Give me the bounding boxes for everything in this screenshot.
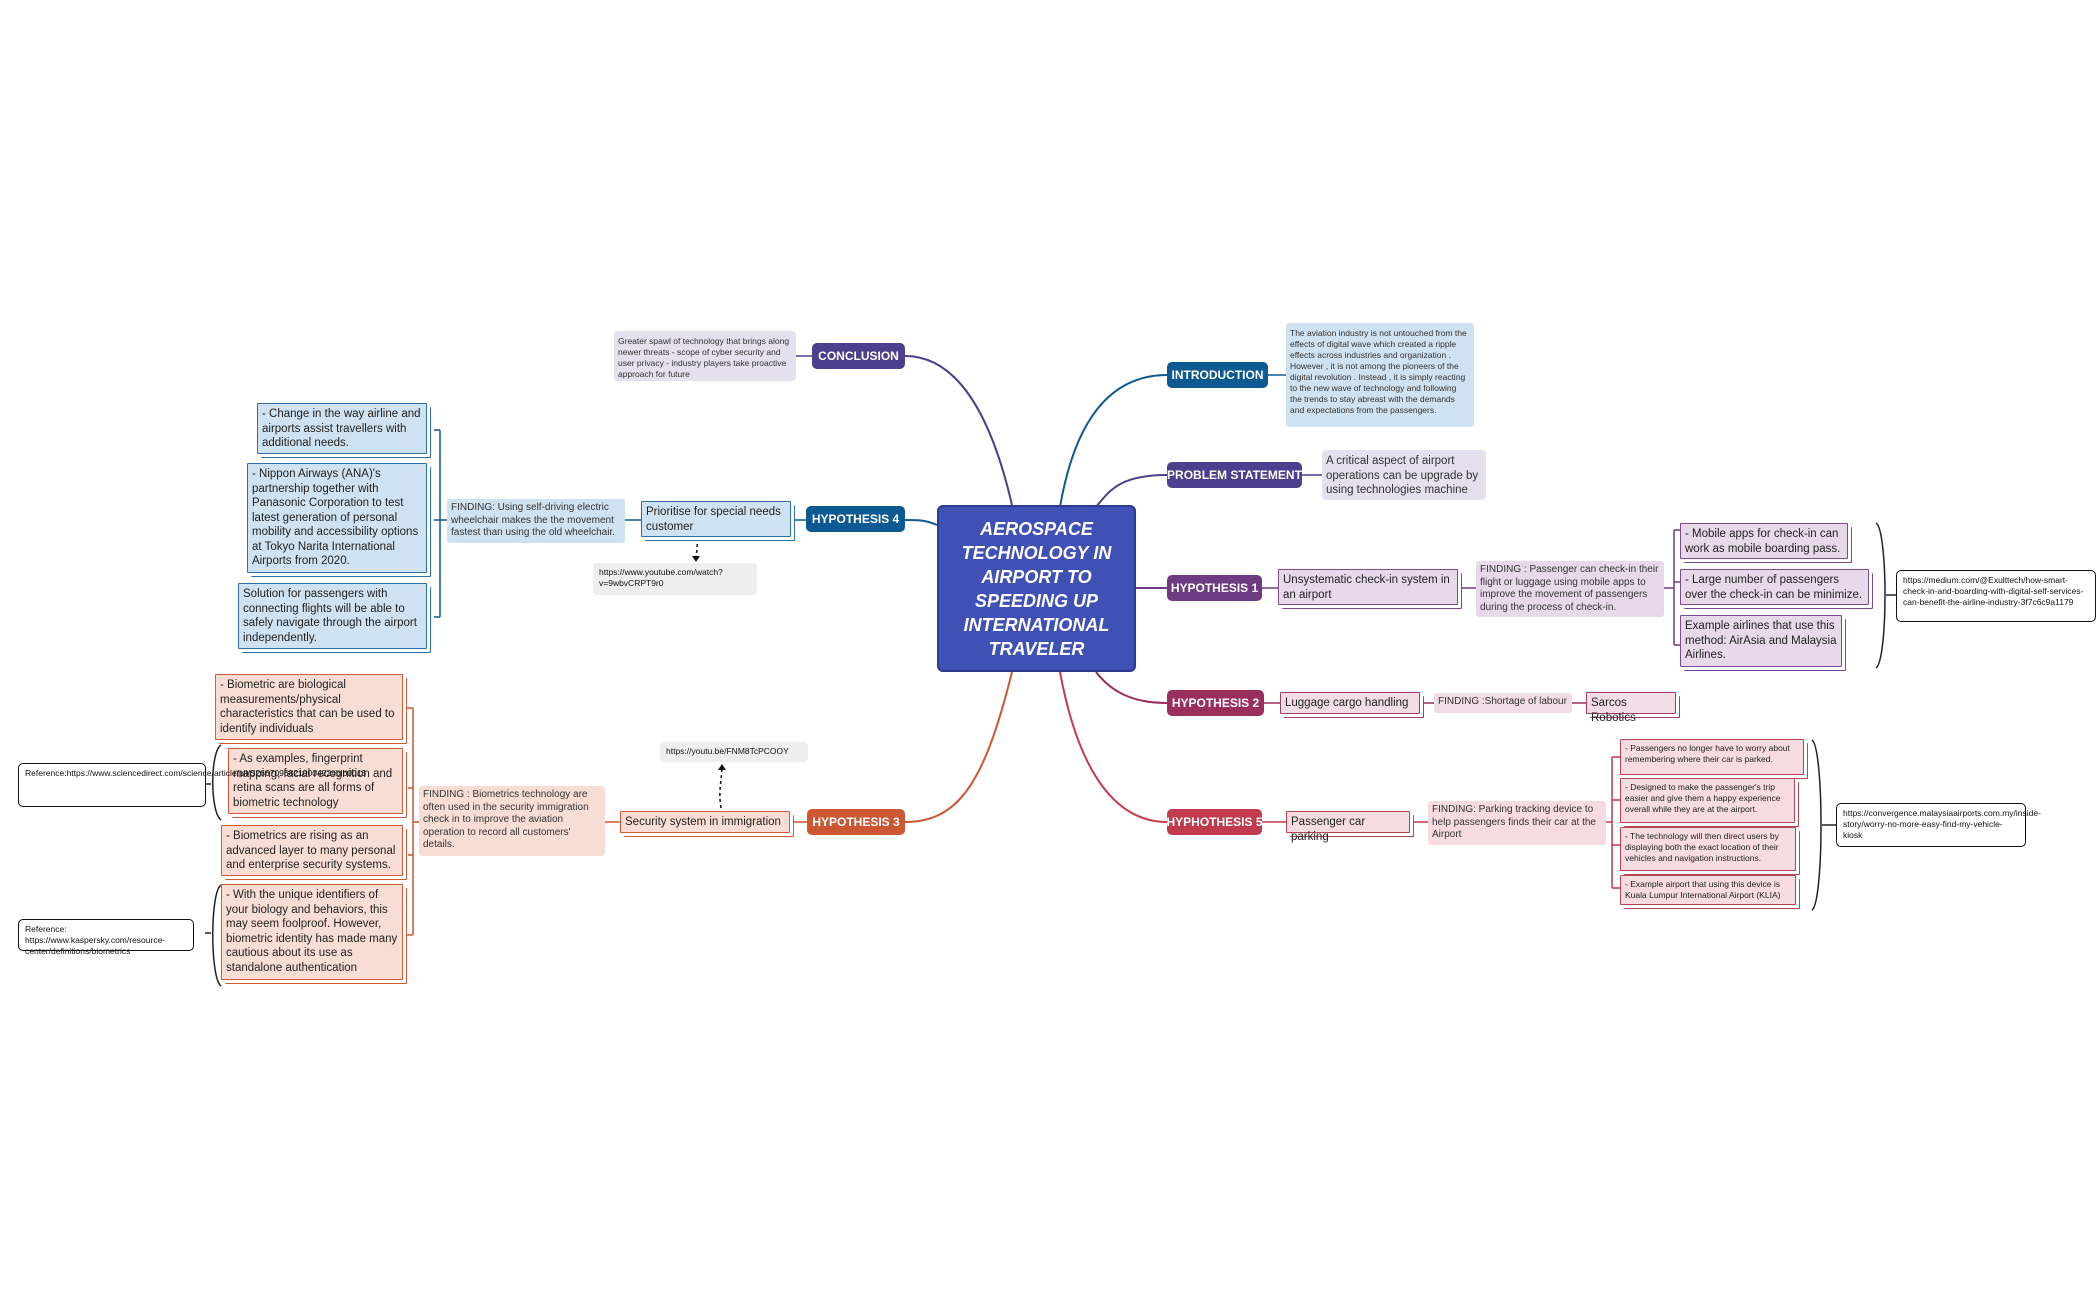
hypothesis2-topic-text: Luggage cargo handling [1285, 697, 1409, 709]
hypothesis1-reference[interactable]: https://medium.com/@Exulttech/how-smart-… [1896, 570, 2096, 622]
hypothesis5-finding[interactable]: FINDING: Parking tracking device to help… [1428, 801, 1606, 845]
hypothesis3-label: HYPOTHESIS 3 [812, 815, 900, 829]
hypothesis2-label: HYPOTHESIS 2 [1171, 696, 1260, 710]
hypothesis3-reference-1-text: Reference:https://www.sciencedirect.com/… [25, 768, 367, 778]
hypothesis3-point-4[interactable]: - With the unique identifiers of your bi… [221, 884, 403, 980]
hypothesis3-reference-1[interactable]: Reference:https://www.sciencedirect.com/… [18, 763, 366, 807]
hypothesis4-topic-text: Prioritise for special needs customer [646, 506, 781, 533]
central-topic[interactable]: AEROSPACE TECHNOLOGY IN AIRPORT TO SPEED… [937, 505, 1136, 672]
hypothesis3-topic[interactable]: Security system in immigration [620, 811, 790, 833]
hypothesis4-point-2[interactable]: - Nippon Airways (ANA)'s partnership tog… [247, 463, 427, 573]
hypothesis1-point-3[interactable]: Example airlines that use this method: A… [1680, 615, 1842, 667]
hypothesis4-point-1[interactable]: - Change in the way airline and airports… [257, 403, 427, 454]
hypothesis1-reference-text: https://medium.com/@Exulttech/how-smart-… [1903, 575, 2084, 607]
hypothesis3-finding[interactable]: FINDING : Biometrics technology are ofte… [419, 786, 605, 856]
hypothesis4-finding[interactable]: FINDING: Using self-driving electric whe… [447, 499, 625, 543]
hypothesis3-node[interactable]: HYPOTHESIS 3 [807, 809, 905, 835]
hypothesis2-topic[interactable]: Luggage cargo handling [1280, 692, 1420, 714]
hypothesis3-video-link[interactable]: https://youtu.be/FNM8TcPCOOY [660, 742, 808, 762]
hypothesis5-reference-text: https://convergence.malaysiaairports.com… [1843, 808, 2041, 840]
hypothesis4-topic[interactable]: Prioritise for special needs customer [641, 501, 791, 537]
hypothesis3-video-link-text: https://youtu.be/FNM8TcPCOOY [666, 746, 789, 756]
conclusion-note-text: Greater spawl of technology that brings … [618, 336, 790, 379]
hypothesis3-point-4-text: - With the unique identifiers of your bi… [226, 889, 398, 974]
problem-statement-label: PROBLEM STATEMENT [1167, 468, 1302, 482]
hypothesis5-point-2[interactable]: - Designed to make the passenger's trip … [1620, 778, 1795, 823]
hypothesis3-reference-2[interactable]: Reference: https://www.kaspersky.com/res… [18, 919, 194, 956]
introduction-note[interactable]: The aviation industry is not untouched f… [1286, 323, 1474, 427]
hypothesis5-point-1-text: - Passengers no longer have to worry abo… [1625, 743, 1790, 764]
hypothesis5-node[interactable]: HYPHOTHESIS 5 [1166, 809, 1263, 835]
hypothesis3-point-3-text: - Biometrics are rising as an advanced l… [226, 830, 396, 871]
hypothesis2-finding-text: FINDING :Shortage of labour [1438, 696, 1567, 707]
introduction-node[interactable]: INTRODUCTION [1167, 362, 1268, 388]
hypothesis5-topic-text: Passenger car parking [1291, 816, 1366, 843]
hypothesis1-label: HYPOTHESIS 1 [1170, 581, 1259, 595]
hypothesis5-finding-text: FINDING: Parking tracking device to help… [1432, 804, 1596, 840]
hypothesis1-point-1[interactable]: - Mobile apps for check-in can work as m… [1680, 523, 1848, 559]
hypothesis3-point-2[interactable]: - As examples, fingerprint mapping, faci… [228, 748, 403, 814]
hypothesis4-node[interactable]: HYPOTHESIS 4 [806, 506, 905, 532]
hypothesis1-point-1-text: - Mobile apps for check-in can work as m… [1685, 528, 1841, 555]
problem-statement-note[interactable]: A critical aspect of airport operations … [1322, 450, 1486, 500]
hypothesis4-video-link[interactable]: https://www.youtube.com/watch?v=9wbvCRPT… [593, 563, 757, 595]
hypothesis1-topic[interactable]: Unsystematic check-in system in an airpo… [1278, 569, 1458, 605]
central-topic-title: AEROSPACE TECHNOLOGY IN AIRPORT TO SPEED… [961, 518, 1112, 659]
conclusion-label: CONCLUSION [818, 349, 899, 363]
hypothesis5-reference[interactable]: https://convergence.malaysiaairports.com… [1836, 803, 2041, 847]
conclusion-note[interactable]: Greater spawl of technology that brings … [614, 331, 796, 381]
hypothesis3-point-1[interactable]: - Biometric are biological measurements/… [215, 674, 403, 740]
hypothesis1-point-2[interactable]: - Large number of passengers over the ch… [1680, 569, 1869, 605]
hypothesis4-finding-text: FINDING: Using self-driving electric whe… [451, 502, 615, 538]
hypothesis4-point-3-text: Solution for passengers with connecting … [243, 588, 417, 644]
hypothesis1-topic-text: Unsystematic check-in system in an airpo… [1283, 574, 1450, 601]
hypothesis1-node[interactable]: HYPOTHESIS 1 [1167, 575, 1262, 601]
conclusion-node[interactable]: CONCLUSION [812, 343, 905, 369]
hypothesis5-point-2-text: - Designed to make the passenger's trip … [1625, 782, 1781, 814]
hypothesis3-finding-text: FINDING : Biometrics technology are ofte… [423, 789, 589, 850]
hypothesis5-topic[interactable]: Passenger car parking [1286, 811, 1410, 843]
hypothesis2-node[interactable]: HYPOTHESIS 2 [1167, 690, 1264, 716]
hypothesis3-topic-text: Security system in immigration [625, 816, 781, 828]
hypothesis5-point-4[interactable]: - Example airport that using this device… [1620, 875, 1796, 905]
hypothesis2-finding[interactable]: FINDING :Shortage of labour [1434, 693, 1572, 713]
problem-statement-note-text: A critical aspect of airport operations … [1326, 455, 1479, 496]
hypothesis5-point-1[interactable]: - Passengers no longer have to worry abo… [1620, 739, 1804, 775]
hypothesis4-point-2-text: - Nippon Airways (ANA)'s partnership tog… [252, 468, 419, 567]
hypothesis1-finding-text: FINDING : Passenger can check-in their f… [1480, 564, 1659, 613]
hypothesis2-result-text: Sarcos Robotics [1591, 697, 1636, 724]
hypothesis3-point-1-text: - Biometric are biological measurements/… [220, 679, 395, 735]
introduction-label: INTRODUCTION [1171, 368, 1264, 382]
hypothesis4-label: HYPOTHESIS 4 [811, 512, 900, 526]
hypothesis4-video-link-text: https://www.youtube.com/watch?v=9wbvCRPT… [599, 567, 723, 588]
hypothesis5-point-3[interactable]: - The technology will then direct users … [1620, 827, 1796, 871]
hypothesis5-point-3-text: - The technology will then direct users … [1625, 831, 1779, 863]
hypothesis1-finding[interactable]: FINDING : Passenger can check-in their f… [1476, 561, 1664, 617]
hypothesis3-point-3[interactable]: - Biometrics are rising as an advanced l… [221, 825, 403, 876]
introduction-note-text: The aviation industry is not untouched f… [1290, 328, 1467, 415]
hypothesis5-label: HYPHOTHESIS 5 [1166, 815, 1263, 829]
hypothesis4-point-3[interactable]: Solution for passengers with connecting … [238, 583, 427, 649]
hypothesis1-point-2-text: - Large number of passengers over the ch… [1685, 574, 1863, 601]
problem-statement-node[interactable]: PROBLEM STATEMENT [1167, 462, 1302, 488]
hypothesis3-reference-2-text: Reference: https://www.kaspersky.com/res… [25, 924, 166, 956]
hypothesis1-point-3-text: Example airlines that use this method: A… [1685, 620, 1837, 661]
hypothesis4-point-1-text: - Change in the way airline and airports… [262, 408, 421, 449]
hypothesis2-result[interactable]: Sarcos Robotics [1586, 692, 1676, 724]
hypothesis3-point-2-text: - As examples, fingerprint mapping, faci… [233, 753, 393, 809]
hypothesis5-point-4-text: - Example airport that using this device… [1625, 879, 1781, 900]
